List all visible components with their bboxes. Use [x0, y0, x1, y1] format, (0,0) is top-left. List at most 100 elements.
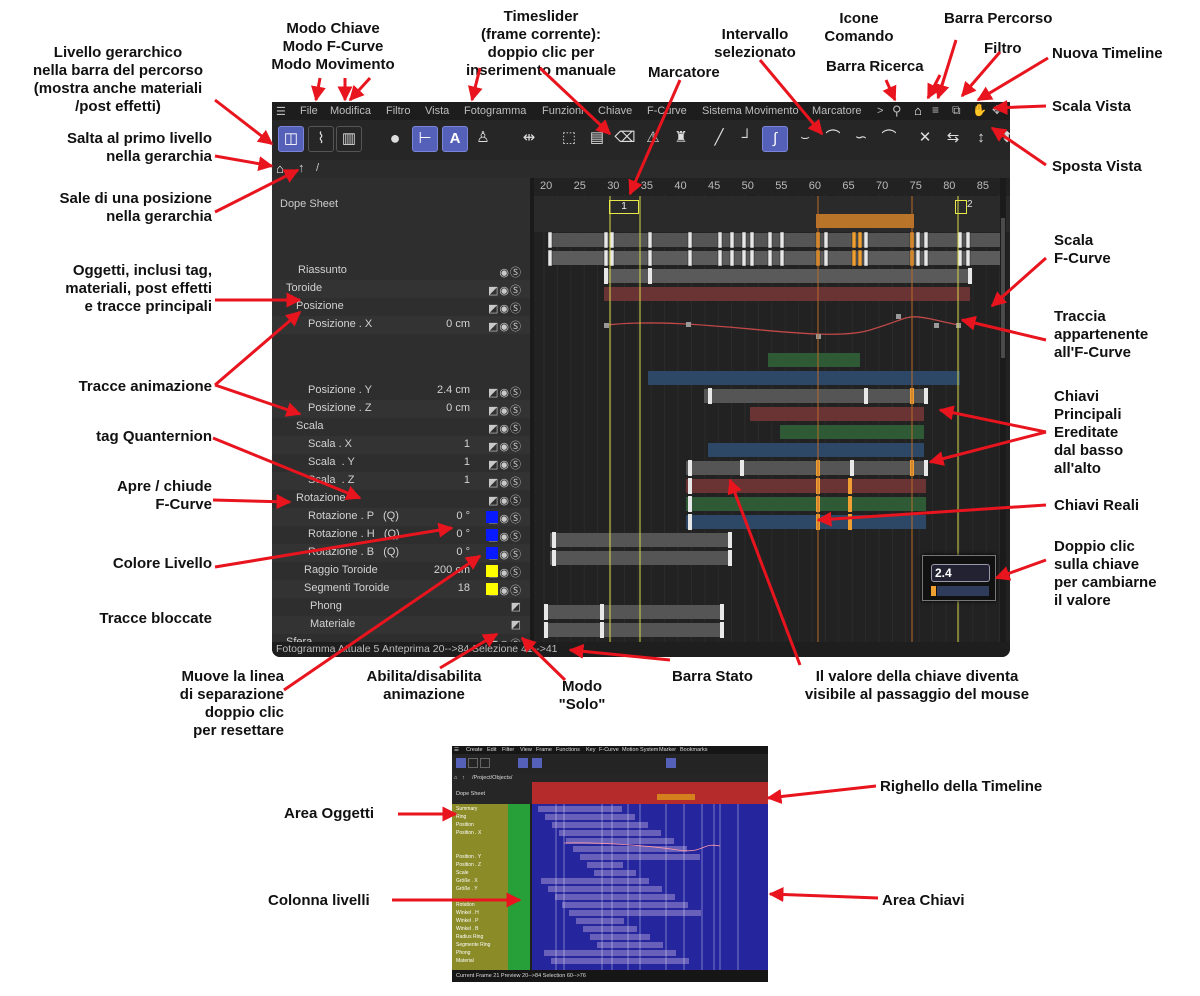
layer-color-swatch[interactable] [486, 565, 498, 577]
menu-sistema-movimento[interactable]: Sistema Movimento [702, 105, 799, 117]
mini-menu-marker[interactable]: Marker [659, 747, 677, 753]
hamburger-menu-icon[interactable]: ☰ [276, 106, 286, 118]
marker-2-flag[interactable] [955, 200, 967, 214]
mini-text-button[interactable] [532, 758, 542, 768]
layer-row[interactable]: Rotazione◩◉Ⓢ [272, 490, 530, 508]
eye-solo-icon[interactable]: ◩◉Ⓢ [488, 477, 522, 489]
layer-row[interactable]: Rotazione . B (Q)0 °◩◉Ⓢ [272, 544, 530, 562]
key-mode-button[interactable]: ◫ [278, 126, 304, 152]
up-level-icon[interactable]: ↑ [298, 160, 305, 175]
mini-key-mode-button[interactable] [456, 758, 466, 768]
clean-icon[interactable]: ♜ [674, 129, 688, 146]
search-icon[interactable]: ⚲ [892, 103, 902, 118]
hand-icon[interactable]: ✋ [972, 103, 987, 117]
layer-color-swatch[interactable] [486, 529, 498, 541]
eye-solo-icon[interactable]: ◩◉Ⓢ [488, 495, 522, 507]
mini-home-icon[interactable]: ⌂ [454, 775, 458, 781]
layer-color-swatch[interactable] [486, 547, 498, 559]
mini-motion-mode-button[interactable] [480, 758, 490, 768]
separator-line[interactable] [530, 178, 534, 642]
eye-solo-icon[interactable]: ◩◉Ⓢ [488, 387, 522, 399]
hierarchy-button[interactable]: ⊢ [412, 126, 438, 152]
eye-solo-icon[interactable]: ◩◉Ⓢ [488, 321, 522, 333]
eye-solo-icon[interactable]: ◩ [510, 619, 522, 631]
mini-fcurve-mode-button[interactable] [468, 758, 478, 768]
eraser-icon[interactable]: ⌫ [614, 129, 636, 146]
layer-value[interactable]: 2.4 cm [436, 384, 470, 396]
layer-value[interactable]: 18 [457, 582, 470, 594]
menu-modifica[interactable]: Modifica [330, 105, 371, 117]
layer-row[interactable]: Rotazione . P (Q)0 °◩◉Ⓢ [272, 508, 530, 526]
layer-value[interactable]: 0 ° [456, 510, 470, 522]
menu-marcatore[interactable]: Marcatore [812, 105, 862, 117]
layer-value[interactable]: 1 [463, 438, 470, 450]
layer-value[interactable]: 0 cm [446, 402, 470, 414]
ease-out-icon[interactable]: ∽ [854, 129, 868, 146]
ease-in-icon[interactable]: ⌒ [825, 129, 841, 146]
eye-solo-icon[interactable]: ◩ [510, 601, 522, 613]
layer-row[interactable]: Riassunto◉Ⓢ [272, 262, 530, 280]
eye-solo-icon[interactable]: ◩◉Ⓢ [488, 459, 522, 471]
mini-spline-button[interactable] [666, 758, 676, 768]
eye-solo-icon[interactable]: ◩◉Ⓢ [488, 405, 522, 417]
spline-interp-icon[interactable]: ∫ [762, 126, 788, 152]
mini-up-icon[interactable]: ↑ [462, 775, 465, 781]
marker-1[interactable]: 1 [609, 200, 639, 214]
mini-menu-create[interactable]: Create [466, 747, 483, 753]
menu-fotogramma[interactable]: Fotogramma [464, 105, 527, 117]
layer-value[interactable]: 1 [463, 456, 470, 468]
mini-menu-bookmarks[interactable]: Bookmarks [680, 747, 708, 753]
menu-file[interactable]: File [300, 105, 318, 117]
key-value-input[interactable]: 2.4 [931, 564, 990, 582]
eye-solo-icon[interactable]: ◩◉Ⓢ [488, 285, 522, 297]
layer-value[interactable]: 0 ° [456, 528, 470, 540]
menu-more-icon[interactable]: > [877, 105, 884, 117]
home-level-icon[interactable]: ⌂ [276, 161, 284, 176]
lock-value-icon[interactable]: ↕ [977, 129, 985, 146]
linear-interp-icon[interactable]: ╱ [714, 129, 724, 146]
home-icon[interactable]: ⌂ [914, 103, 922, 118]
layer-row[interactable]: Rotazione . H (Q)0 °◩◉Ⓢ [272, 526, 530, 544]
mini-menu-key[interactable]: Key [586, 747, 596, 753]
zero-angle-icon[interactable]: ⬍ [1000, 129, 1010, 146]
menu-funzioni[interactable]: Funzioni [542, 105, 584, 117]
delete-key-icon[interactable]: ⚠ [646, 129, 660, 146]
menu-chiave[interactable]: Chiave [598, 105, 633, 117]
layer-row[interactable]: Materiale◩ [272, 616, 530, 634]
layer-value[interactable]: 0 ° [456, 546, 470, 558]
layer-row[interactable]: Toroide◩◉Ⓢ [272, 280, 530, 298]
mini-menu-view[interactable]: View [520, 747, 532, 753]
eye-solo-icon[interactable]: ◩◉Ⓢ [488, 423, 522, 435]
layer-value[interactable]: 0 cm [446, 318, 470, 330]
eye-solo-icon[interactable]: ◉Ⓢ [499, 267, 522, 279]
frame-all-icon[interactable]: ⬚ [561, 129, 577, 146]
mini-hamburger-icon[interactable]: ☰ [454, 747, 459, 753]
ease-in-out-icon[interactable]: ⌒ [881, 129, 897, 146]
move-view-icon[interactable]: ✥ [992, 103, 1003, 117]
step-interp-icon[interactable]: ┘ [741, 129, 753, 146]
layer-color-swatch[interactable] [486, 511, 498, 523]
mini-menu-edit[interactable]: Edit [487, 747, 497, 753]
mini-menu-functions[interactable]: Functions [556, 747, 580, 753]
eye-solo-icon[interactable]: ◩◉Ⓢ [488, 441, 522, 453]
filter-icon[interactable]: ≡ [932, 103, 940, 117]
fcurve-mode-button[interactable]: ⌇ [308, 126, 334, 152]
layer-value[interactable]: 200 cm [433, 564, 470, 576]
user-icon[interactable]: ♙ [476, 129, 490, 146]
break-tangent-icon[interactable]: ✕ [918, 129, 932, 146]
mini-menu-frame[interactable]: Frame [536, 747, 552, 753]
mini-menu-filter[interactable]: Filter [502, 747, 515, 753]
text-button[interactable]: A [442, 126, 468, 152]
eye-solo-icon[interactable]: ◩◉Ⓢ [488, 303, 522, 315]
layer-value[interactable]: 1 [463, 474, 470, 486]
mini-hierarchy-button[interactable] [518, 758, 528, 768]
fit-horizontal-icon[interactable]: ⇹ [522, 129, 536, 146]
menu-vista[interactable]: Vista [425, 105, 450, 117]
key-value-popup[interactable]: 2.4 [922, 555, 996, 601]
